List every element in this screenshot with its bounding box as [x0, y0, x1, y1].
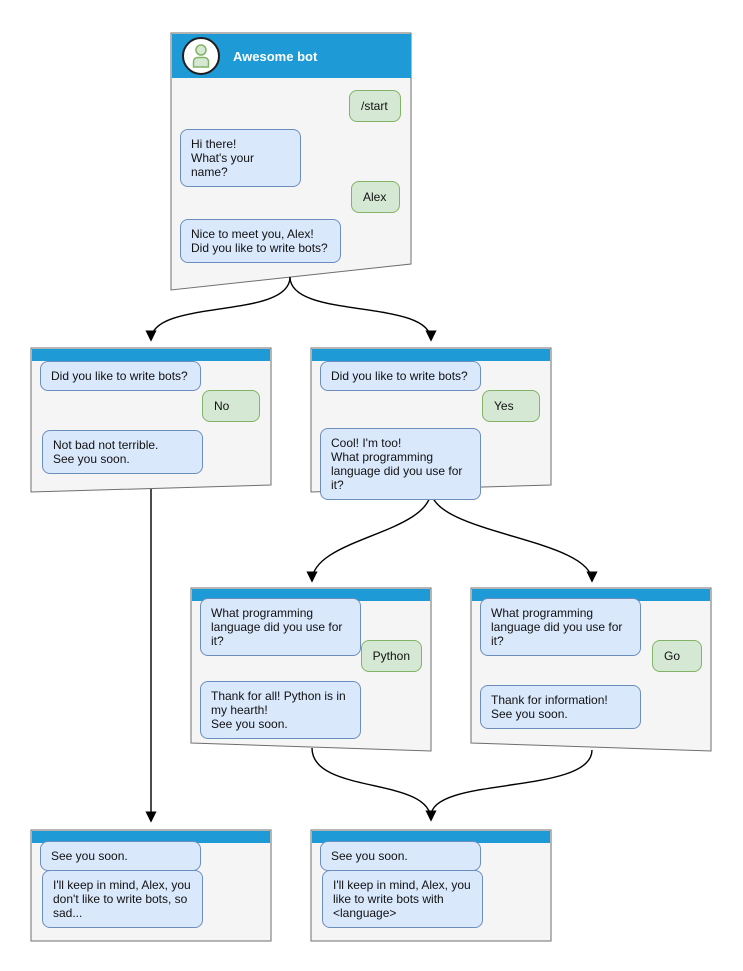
- message-bubble-bot: See you soon.: [40, 841, 201, 871]
- message-bubble-user: Python: [360, 640, 422, 672]
- chat-window-branch-go: What programming language did you use fo…: [471, 588, 711, 751]
- chat-header: [312, 349, 550, 361]
- chat-window-branch-yes: Did you like to write bots? Yes Cool! I'…: [311, 348, 551, 500]
- arrow-python-to-end-yes: [311, 747, 437, 822]
- message-bubble-bot: Hi there! What's your name?: [180, 129, 301, 187]
- message-bubble-bot: I'll keep in mind, Alex, you like to wri…: [322, 870, 483, 928]
- chat-header: Awesome bot: [172, 34, 411, 78]
- message-bubble-bot: Thank for all! Python is in my hearth! S…: [200, 681, 361, 739]
- message-bubble-bot: I'll keep in mind, Alex, you don't like …: [42, 870, 203, 928]
- message-bubble-user: /start: [349, 90, 401, 122]
- arrow-yes-to-go: [430, 489, 598, 583]
- message-bubble-bot: Not bad not terrible. See you soon.: [42, 430, 203, 474]
- message-bubble-bot: Thank for information! See you soon.: [480, 685, 641, 729]
- message-bubble-user: Go: [652, 640, 702, 672]
- chat-window-end-no: See you soon. I'll keep in mind, Alex, y…: [31, 830, 271, 941]
- message-bubble-bot: What programming language did you use fo…: [480, 598, 641, 656]
- message-bubble-bot: Did you like to write bots?: [40, 361, 201, 391]
- message-bubble-bot: What programming language did you use fo…: [200, 598, 361, 656]
- chat-window-main: Awesome bot /start Hi there! What's your…: [171, 33, 411, 290]
- message-bubble-user: Yes: [482, 390, 540, 422]
- arrow-main-to-no: [145, 276, 291, 342]
- bot-title: Awesome bot: [233, 48, 318, 64]
- arrow-go-to-end-yes: [430, 749, 593, 817]
- chat-header: [312, 831, 550, 843]
- chat-header: [32, 349, 270, 361]
- message-bubble-bot: Did you like to write bots?: [320, 361, 481, 391]
- arrow-yes-to-python: [306, 489, 432, 583]
- chat-window-branch-no: Did you like to write bots? No Not bad n…: [31, 348, 271, 492]
- chat-header: [32, 831, 270, 843]
- message-bubble-user: No: [202, 390, 260, 422]
- message-bubble-user: Alex: [351, 181, 400, 213]
- person-icon: [192, 44, 210, 68]
- arrow-main-to-yes: [289, 276, 437, 342]
- chat-window-end-yes: See you soon. I'll keep in mind, Alex, y…: [311, 830, 551, 941]
- message-bubble-bot: Nice to meet you, Alex! Did you like to …: [180, 219, 341, 263]
- bot-avatar: [182, 37, 220, 75]
- message-bubble-bot: See you soon.: [320, 841, 481, 871]
- chat-window-branch-python: What programming language did you use fo…: [191, 588, 431, 751]
- message-bubble-bot: Cool! I'm too! What programming language…: [320, 428, 481, 500]
